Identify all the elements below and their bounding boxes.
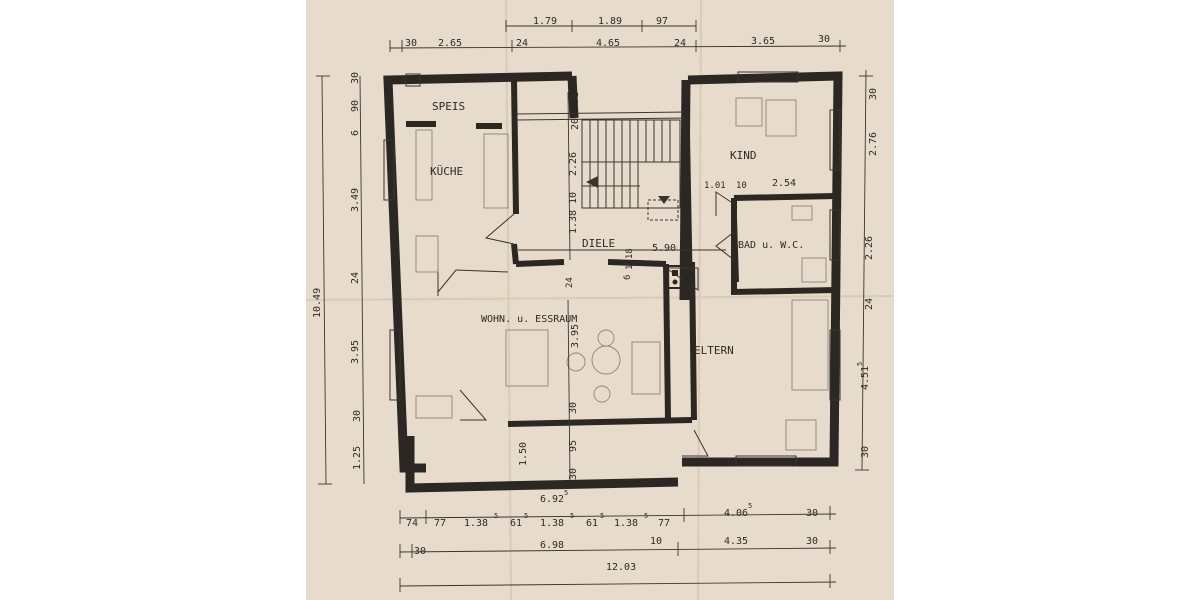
dim-bottom-c3: 10 (650, 536, 662, 547)
dim-bottom-2: 77 (434, 518, 446, 529)
exterior-walls (383, 71, 843, 493)
room-label-kueche: KÜCHE (430, 165, 463, 178)
dim-top-8: 24 (674, 38, 686, 49)
dimensions-bottom: 6.92 5 74 77 1.38 5 61 5 1.38 5 61 5 1.3… (399, 489, 837, 592)
dim-bottom-c4: 4.35 (724, 536, 748, 547)
dim-top-1: 1.79 (533, 16, 557, 27)
dim-left-3: 6 (350, 130, 361, 136)
dim-stair-81: 81 (570, 92, 581, 104)
dim-diele-590: 5.90 (652, 243, 676, 254)
doors (437, 191, 735, 457)
room-labels: SPEIS KÜCHE KIND DIELE BAD u. W.C. WOHN.… (430, 100, 804, 357)
dim-top-3: 97 (656, 16, 668, 27)
dim-bottom-9-sup: 5 (748, 502, 752, 510)
dim-stair-226: 2.26 (568, 152, 579, 176)
dim-bottom-5: 1.38 (540, 518, 564, 529)
windows (383, 71, 841, 467)
dim-diele-6: 6 (623, 275, 633, 280)
dim-bottom-3-sup: 5 (494, 512, 498, 520)
dim-bottom-9: 4.06 (724, 508, 748, 519)
dim-stair-10: 10 (568, 192, 579, 204)
dim-right-3: 2.26 (864, 236, 875, 260)
floor-plan: SPEIS KÜCHE KIND DIELE BAD u. W.C. WOHN.… (306, 0, 894, 600)
dim-bottom-6: 61 (586, 518, 598, 529)
dim-stair-138: 1.38 (568, 210, 579, 234)
dim-bottom-5-sup: 5 (570, 512, 574, 520)
dim-bottom-total: 12.03 (606, 562, 636, 573)
dim-bottom-1: 74 (406, 518, 418, 529)
dim-right-2: 2.76 (868, 132, 879, 156)
dim-left-7: 30 (352, 410, 363, 422)
dimensions-top: 1.79 1.89 97 30 2.65 24 4.65 24 3.65 30 (389, 16, 847, 52)
dim-left-2: 90 (350, 100, 361, 112)
dim-top-10: 30 (818, 34, 830, 45)
dim-bottom-3: 1.38 (464, 518, 488, 529)
dim-kind-101: 1.01 (704, 181, 726, 191)
dim-top-6: 24 (516, 38, 528, 49)
dim-left-6: 3.95 (350, 340, 361, 364)
dim-top-9: 3.65 (751, 36, 775, 47)
dim-right-1: 30 (868, 88, 879, 100)
dim-diele-24: 24 (565, 277, 575, 288)
dim-bottom-7: 1.38 (614, 518, 638, 529)
dim-bottom-4: 61 (510, 518, 522, 529)
dim-bottom-c5: 30 (806, 536, 818, 547)
chimney (667, 265, 691, 289)
dim-stair-20: 20 (570, 118, 581, 130)
interior-walls (406, 79, 837, 427)
dim-right-6: 30 (860, 446, 871, 458)
dim-diele-118: 1.18 (625, 248, 635, 270)
room-label-speis: SPEIS (432, 100, 465, 113)
dim-kind-10: 10 (736, 181, 747, 191)
dim-right-4: 24 (864, 298, 875, 310)
dim-kind-254: 2.54 (772, 178, 796, 189)
dim-bottom-c1: 30 (414, 546, 426, 557)
room-label-kind: KIND (730, 149, 757, 162)
dim-bottom-10: 30 (806, 508, 818, 519)
dim-bottom-c2: 6.98 (540, 540, 564, 551)
dim-bot-95: 95 (568, 440, 579, 452)
dim-bot-30: 30 (568, 468, 579, 480)
dim-right-5: 4.51 (860, 366, 871, 390)
room-label-wohn: WOHN. u. ESSRAUM (481, 314, 577, 325)
dim-left-total: 10.49 (312, 288, 323, 318)
dim-bottom-692: 6.92 (540, 494, 564, 505)
room-label-eltern: ELTERN (694, 344, 734, 357)
dim-left-5: 24 (350, 272, 361, 284)
dim-left-4: 3.49 (350, 188, 361, 212)
dim-bot-150: 1.50 (518, 442, 529, 466)
paper-folds (306, 0, 894, 600)
blueprint-sheet: SPEIS KÜCHE KIND DIELE BAD u. W.C. WOHN.… (306, 0, 894, 600)
staircase (581, 119, 681, 221)
room-label-diele: DIELE (582, 237, 615, 250)
dim-top-2: 1.89 (598, 16, 622, 27)
dim-wohn-30: 30 (568, 402, 579, 414)
dim-bottom-8: 77 (658, 518, 670, 529)
dim-wohn-395: 3.95 (570, 324, 581, 348)
furniture (415, 97, 829, 451)
dim-bottom-4-sup: 5 (524, 512, 528, 520)
dim-bottom-7-sup: 5 (644, 512, 648, 520)
dimensions-inner: 81 20 2.26 10 1.38 5.90 1.18 6 24 1.01 1… (518, 92, 796, 481)
dim-top-5: 2.65 (438, 38, 462, 49)
dim-top-7: 4.65 (596, 38, 620, 49)
dim-bottom-692-sup: 5 (564, 489, 568, 497)
dimensions-left: 10.49 30 90 6 3.49 24 3.95 30 1.25 (312, 72, 365, 485)
dim-right-5-sup: 5 (856, 362, 864, 366)
dimensions-right: 30 2.76 2.26 24 4.51 5 30 (855, 69, 879, 471)
dim-left-8: 1.25 (352, 446, 363, 470)
dim-top-4: 30 (405, 38, 417, 49)
dim-bottom-6-sup: 5 (600, 512, 604, 520)
dim-left-1: 30 (350, 72, 361, 84)
room-label-bad: BAD u. W.C. (738, 240, 804, 251)
